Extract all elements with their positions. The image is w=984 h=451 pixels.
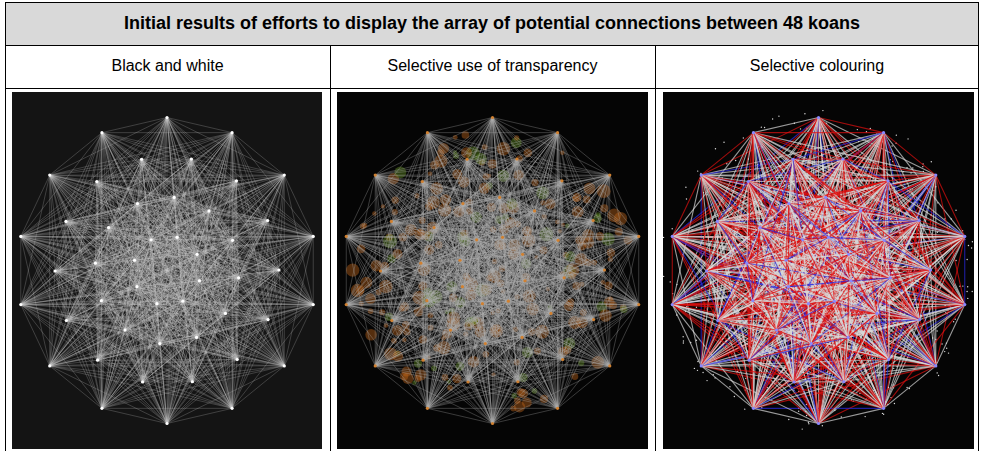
header-cell: Black and white [5,45,330,88]
connection-lines [346,118,638,424]
network-illustration [663,92,974,449]
column-header: Selective use of transparency [388,57,598,75]
connection-lines [21,118,313,424]
column-header: Selective colouring [750,57,884,75]
network-illustration [337,92,648,449]
connection-lines [672,118,964,424]
title-band [5,2,979,45]
header-cell: Selective use of transparency [330,45,655,88]
network-illustration [12,92,322,449]
table-border [6,3,979,451]
koan-vertices [345,116,641,425]
column-rule [655,45,656,451]
picture-ground [337,92,648,449]
row-rule [5,45,979,46]
koan-vertices [19,116,315,425]
table-title: Initial results of efforts to display th… [124,13,860,33]
picture-ground [12,92,322,449]
column-rule [330,45,331,451]
speckle [663,110,973,430]
column-header: Black and white [111,57,223,75]
row-rule [5,88,979,89]
picture-ground [663,92,974,449]
title-cell: Initial results of efforts to display th… [5,2,979,45]
koan-vertices [671,116,967,425]
header-cell: Selective colouring [655,45,979,88]
